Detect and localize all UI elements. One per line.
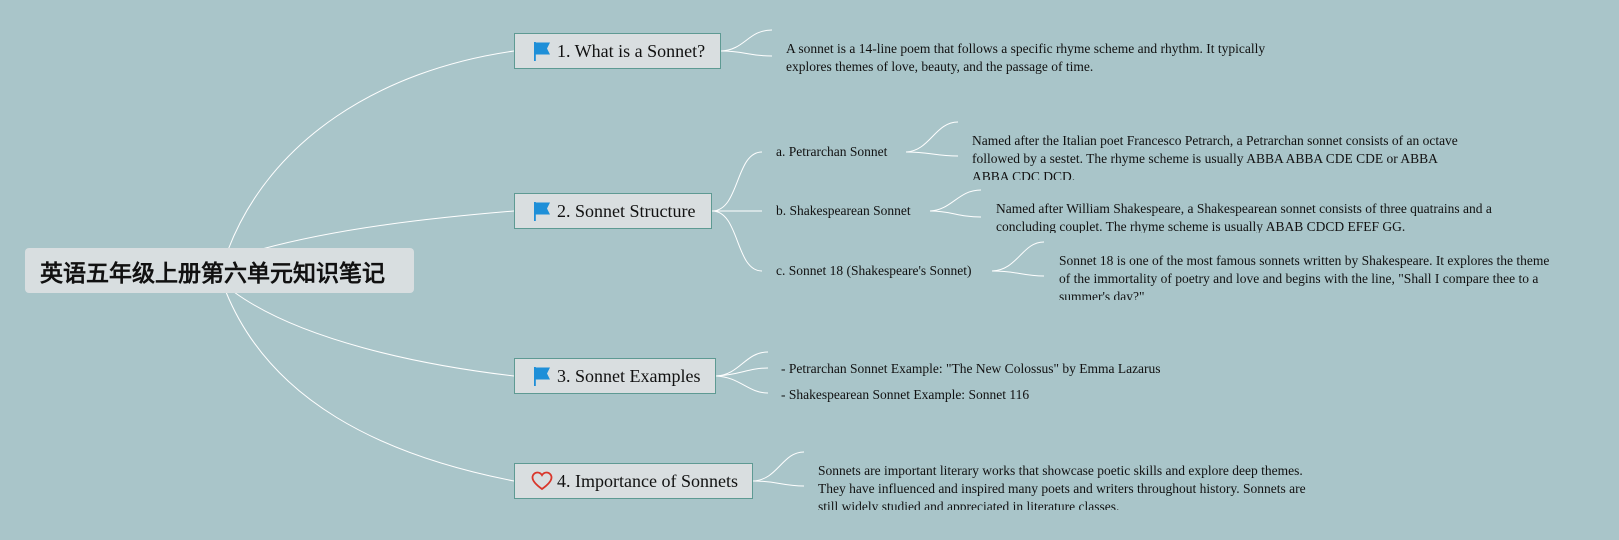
example-item-shakespearean[interactable]: - Shakespearean Sonnet Example: Sonnet 1… [781, 387, 1030, 402]
note-importance-of-sonnets: Sonnets are important literary works tha… [818, 463, 1306, 510]
connector-topic-1-note [720, 29, 773, 52]
topic-label: 4. Importance of Sonnets [557, 470, 738, 491]
heart-icon [531, 471, 553, 491]
connector-root-topic-2 [261, 210, 515, 250]
topic-what-is-a-sonnet[interactable]: 1. What is a Sonnet? [514, 33, 721, 69]
note-what-is-a-sonnet: A sonnet is a 14-line poem that follows … [786, 41, 1266, 74]
connector-root-topic-3 [233, 291, 515, 377]
connector-sub-c-note-b [991, 270, 1045, 277]
connector-topic-2-sub-c [711, 210, 763, 272]
connector-sub-b-note-b [929, 210, 982, 218]
connector-root-topic-4 [225, 291, 515, 482]
topic-label: 2. Sonnet Structure [557, 200, 696, 221]
topic-sonnet-examples[interactable]: 3. Sonnet Examples [514, 358, 716, 394]
flag-icon [534, 367, 550, 386]
connector-topic-1-note-b [720, 50, 773, 57]
connector-topic-2-sub-a [711, 151, 763, 212]
connector-sub-c-note [991, 241, 1045, 272]
topic-label: 1. What is a Sonnet? [557, 40, 706, 61]
note-shakespearean-sonnet: Named after William Shakespeare, a Shake… [996, 201, 1492, 233]
topic-importance-of-sonnets[interactable]: 4. Importance of Sonnets [514, 463, 753, 499]
connector-sub-b-note [929, 189, 982, 212]
note-sonnet-18: Sonnet 18 is one of the most famous sonn… [1059, 253, 1550, 300]
connector-root-topic-1 [227, 50, 515, 251]
subtopic-shakespearean-sonnet[interactable]: b. Shakespearean Sonnet [776, 203, 911, 218]
connector-sub-a-note [905, 121, 959, 153]
connector-topic-3-item-1 [715, 367, 769, 377]
connector-sub-a-note-b [905, 151, 959, 157]
flag-icon [534, 202, 550, 221]
topic-label: 3. Sonnet Examples [557, 365, 701, 386]
flag-icon [534, 42, 550, 61]
root-topic-title: 英语五年级上册第六单元知识笔记 [40, 260, 385, 287]
topic-sonnet-structure[interactable]: 2. Sonnet Structure [514, 193, 712, 229]
note-petrarchan-sonnet: Named after the Italian poet Francesco P… [972, 133, 1458, 180]
connector-topic-4-note-b [752, 480, 805, 487]
connector-topic-3-item-2 [715, 375, 769, 394]
example-item-petrarchan[interactable]: - Petrarchan Sonnet Example: "The New Co… [781, 361, 1161, 376]
subtopic-sonnet-18[interactable]: c. Sonnet 18 (Shakespeare's Sonnet) [776, 263, 972, 278]
connector-topic-4-note [752, 451, 805, 482]
root-topic[interactable]: 英语五年级上册第六单元知识笔记 [25, 248, 414, 293]
subtopic-petrarchan-sonnet[interactable]: a. Petrarchan Sonnet [776, 144, 888, 159]
